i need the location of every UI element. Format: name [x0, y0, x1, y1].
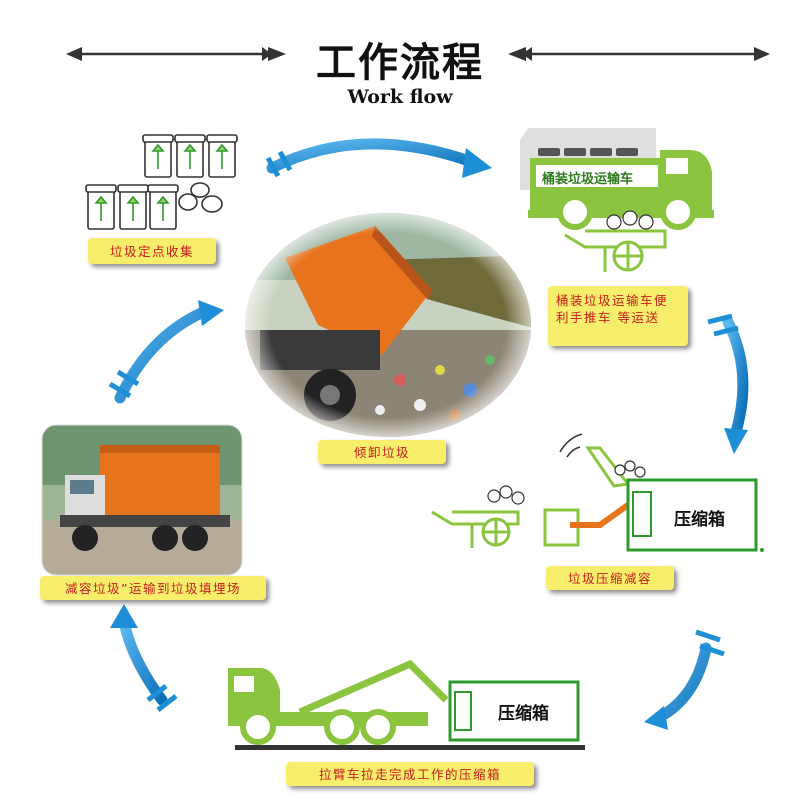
arm-roll-truck-illustration — [228, 659, 585, 750]
step-label-dumping: 倾卸垃圾 — [318, 440, 446, 464]
step-label-arm-truck: 拉臂车拉走完成工作的压缩箱 — [286, 762, 534, 786]
step-label-transport: 桶装垃圾运输车便利手推车 等运送 — [548, 286, 688, 346]
flow-arrow-2 — [707, 313, 749, 454]
header-left-arrow — [66, 47, 286, 61]
trash-bins-illustration — [85, 134, 238, 230]
page-title: 工作流程 — [316, 40, 484, 86]
step-label-compression: 垃圾压缩减容 — [546, 566, 674, 590]
photo-frame — [41, 424, 243, 576]
flow-arrow-4 — [110, 604, 178, 712]
page-subtitle: Work flow — [347, 86, 453, 108]
transport-truck-photo — [42, 425, 242, 575]
photo-vignette — [245, 213, 531, 437]
header-right-arrow — [508, 47, 770, 61]
compression-illustration — [431, 433, 764, 552]
truck-sign: 桶装垃圾运输车 — [542, 172, 634, 187]
step-label-landfill-transport: 减容垃圾”运输到垃圾填埋场 — [40, 576, 266, 600]
bin-transport-truck-illustration — [520, 128, 714, 272]
flow-arrow-5 — [108, 300, 224, 404]
flow-arrow-1 — [265, 138, 492, 178]
step-label-collection: 垃圾定点收集 — [88, 238, 216, 264]
flow-arrow-3 — [644, 629, 725, 730]
compressor-sign-truck: 压缩箱 — [498, 704, 549, 724]
compressor-sign: 压缩箱 — [674, 510, 725, 530]
